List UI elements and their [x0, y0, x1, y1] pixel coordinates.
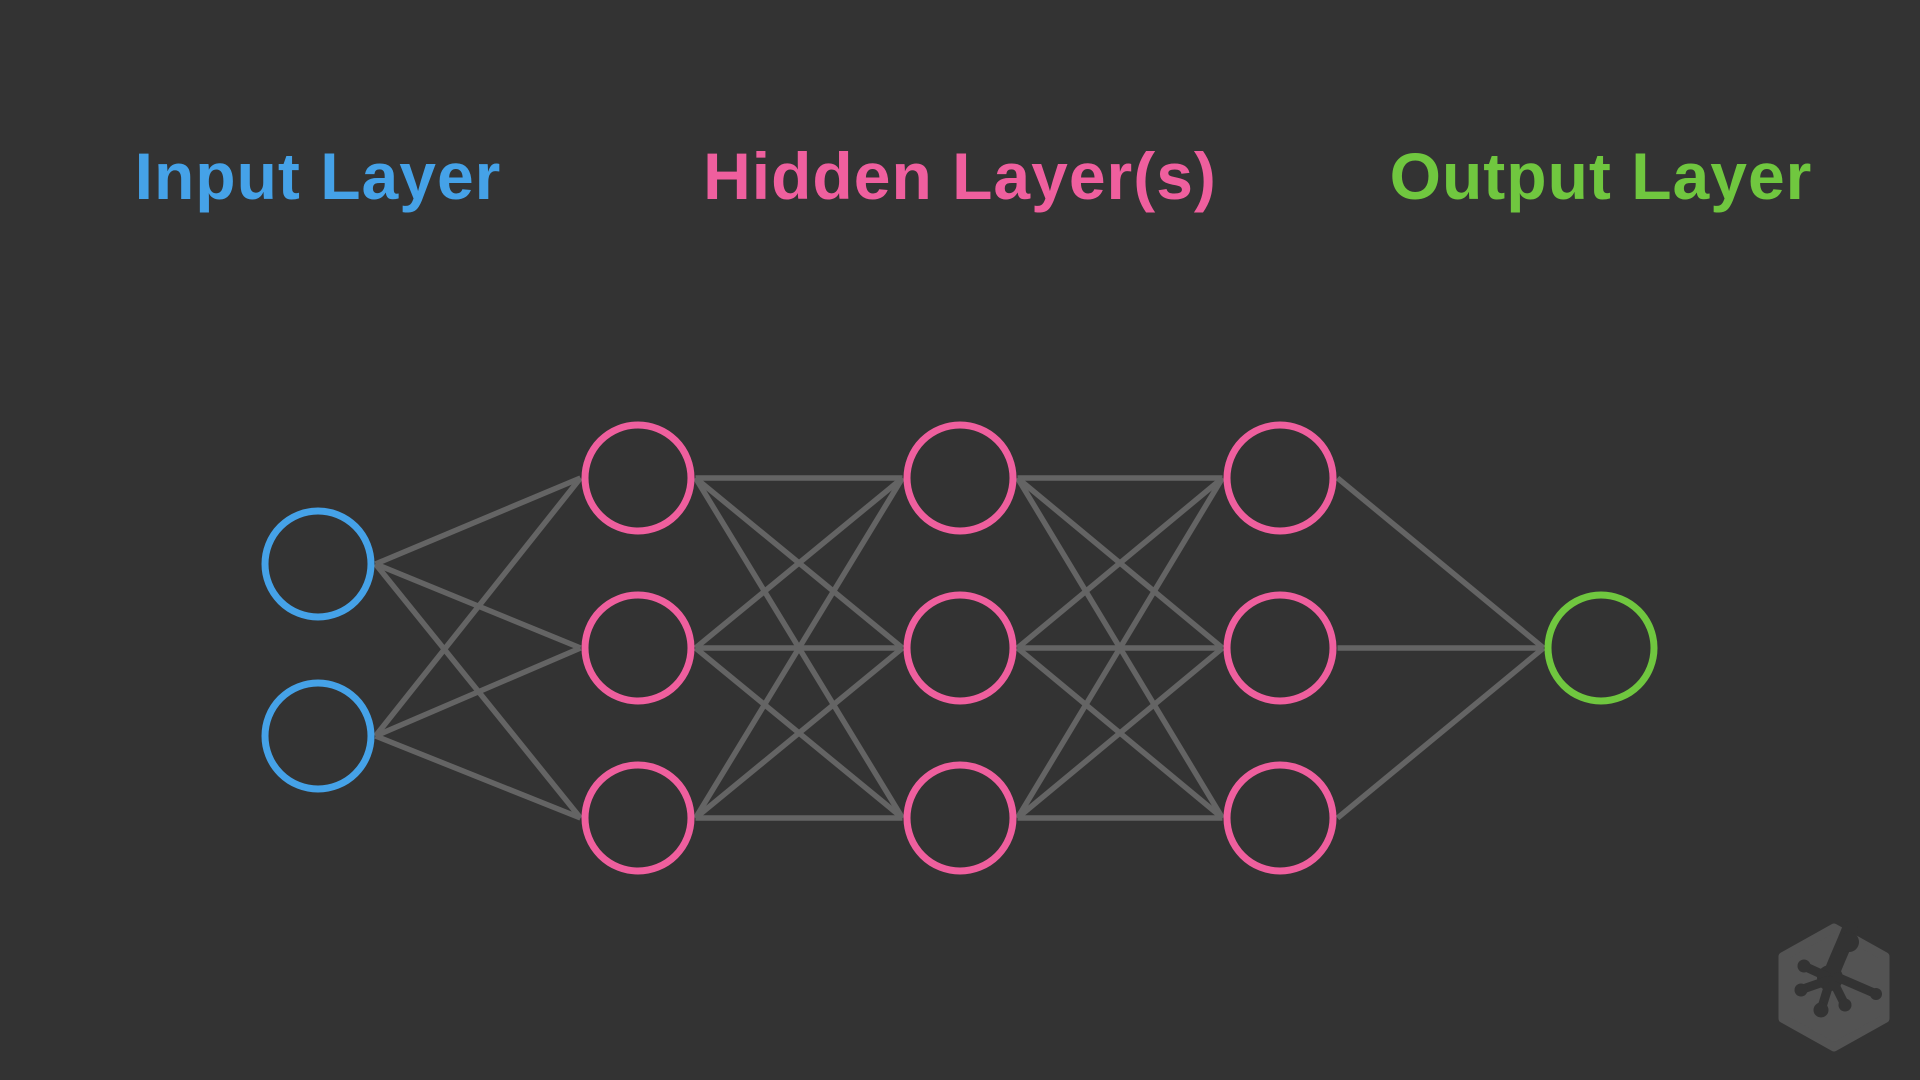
edge-hidden-2-to-hidden-3 [1015, 645, 1225, 821]
node-output-1 [1544, 591, 1658, 705]
edge-hidden-1-to-hidden-2 [693, 645, 905, 821]
edge-hidden-2-to-hidden-3 [1015, 476, 1225, 820]
node-input-1 [261, 507, 375, 621]
edge-input-to-hidden-1 [373, 476, 583, 738]
edge-input-to-hidden-1 [374, 475, 582, 567]
edge-hidden-1-to-hidden-2 [693, 475, 905, 651]
edge-hidden-2-to-hidden-3 [1015, 475, 1225, 651]
edge-hidden-3-to-output [1335, 645, 1546, 821]
edge-input-to-hidden-1 [374, 645, 582, 739]
treehouse-logo-badge [1778, 921, 1890, 1052]
node-hidden-3-2 [1223, 591, 1337, 705]
title-output-layer: Output Layer [1389, 139, 1813, 213]
title-hidden-layers: Hidden Layer(s) [703, 139, 1217, 213]
node-hidden-2-1 [903, 421, 1017, 535]
node-hidden-1-1 [581, 421, 695, 535]
node-hidden-2-2 [903, 591, 1017, 705]
node-hidden-3-3 [1223, 761, 1337, 875]
node-hidden-2-3 [903, 761, 1017, 875]
title-input-layer: Input Layer [134, 139, 502, 213]
edge-hidden-3-to-output [1335, 475, 1546, 651]
edge-input-to-hidden-1 [374, 733, 582, 821]
node-input-2 [261, 679, 375, 793]
node-hidden-1-2 [581, 591, 695, 705]
node-hidden-3-1 [1223, 421, 1337, 535]
node-hidden-1-3 [581, 761, 695, 875]
edge-hidden-1-to-hidden-2 [693, 476, 905, 820]
frog-foot-cutout-icon [1794, 921, 1882, 1018]
